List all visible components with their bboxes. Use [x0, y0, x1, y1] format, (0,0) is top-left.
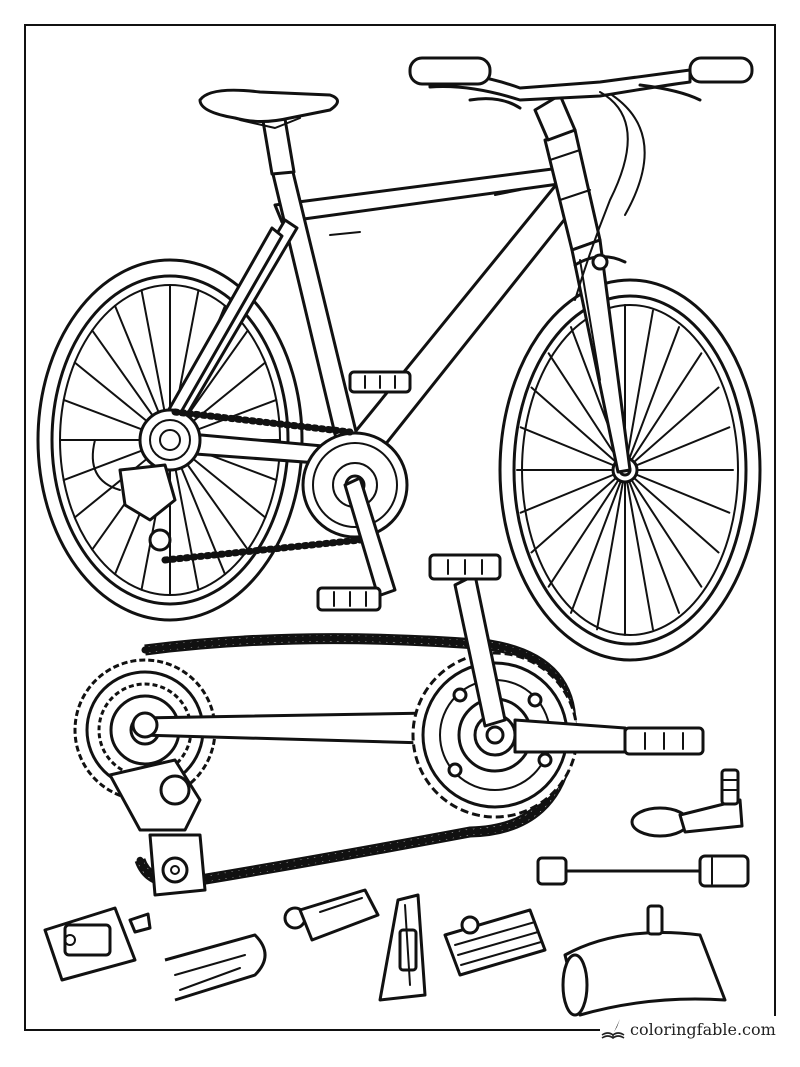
pedal-right	[623, 726, 705, 756]
spoke	[624, 426, 731, 471]
spoke	[624, 309, 654, 471]
spoke	[547, 469, 626, 588]
chainring	[411, 651, 579, 819]
bike-pedal-top	[348, 370, 412, 394]
brake-shoe	[378, 893, 427, 1002]
multi-tool	[443, 908, 547, 977]
bicycle	[36, 56, 762, 662]
watermark-text[interactable]: coloringfable.com	[630, 1019, 776, 1039]
quick-release-lever	[630, 768, 744, 838]
inner-tube	[561, 904, 727, 1017]
rear-derailleur	[108, 758, 207, 897]
saddle	[198, 88, 339, 176]
spoke	[624, 469, 654, 631]
spoke	[596, 469, 626, 631]
spoke	[624, 352, 703, 471]
brake-pad	[283, 888, 380, 942]
crank-arm-right	[513, 718, 627, 754]
bike-crank-arm	[343, 476, 397, 598]
frame	[153, 128, 632, 474]
spoke	[519, 426, 626, 471]
spoke	[530, 386, 626, 471]
page-border	[24, 24, 776, 1031]
watermark: coloringfable.com	[600, 1016, 780, 1042]
loose-crank-arm	[164, 933, 267, 1002]
book-quill-icon	[601, 1019, 625, 1040]
spoke	[624, 386, 720, 471]
drivetrain-detail	[73, 553, 705, 897]
bike-pedal-bottom	[316, 586, 382, 612]
bike-derailleur	[91, 439, 177, 552]
spoke	[519, 469, 626, 514]
bike-chain	[161, 408, 364, 564]
pedal-upper	[428, 553, 502, 581]
spoke	[624, 469, 720, 554]
spoke	[570, 469, 626, 614]
spoke	[624, 469, 680, 614]
spoke	[530, 469, 626, 554]
spoke	[624, 469, 703, 588]
spoke	[624, 469, 731, 514]
loose-pedal	[43, 906, 152, 982]
bike-cassette	[138, 408, 202, 472]
skewer-rod	[536, 854, 750, 888]
spoke	[624, 326, 680, 471]
handlebar	[408, 56, 754, 301]
